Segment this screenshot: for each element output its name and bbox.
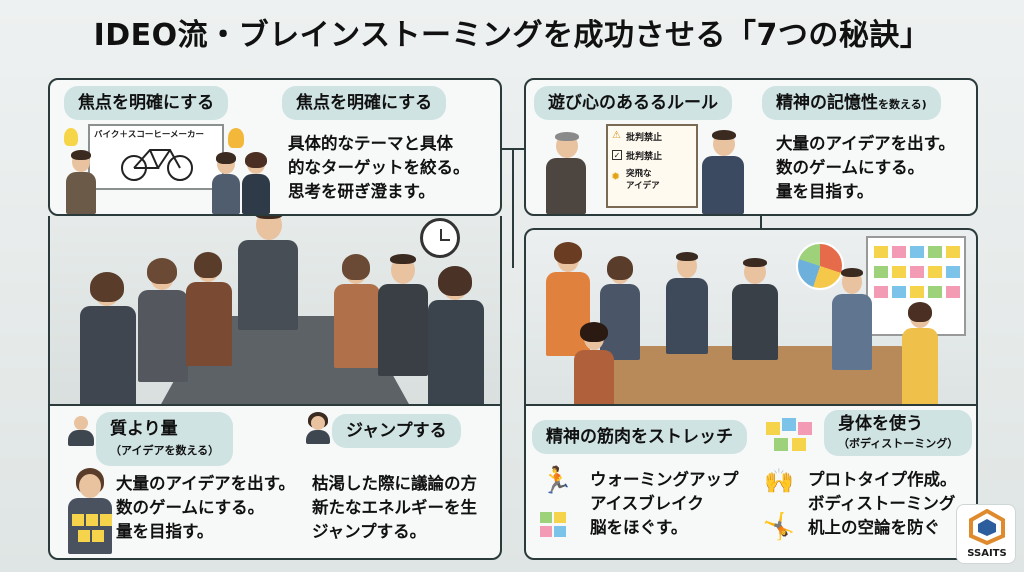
page-title: IDEO流・ブレインストーミングを成功させる「7つの秘訣」 <box>93 18 931 53</box>
logo-mark-icon <box>969 509 1005 545</box>
person-seated <box>334 254 380 368</box>
person-listener <box>242 152 270 214</box>
quantity-text: 大量のアイデアを出す。 数のゲームにする。 量を目指す。 <box>116 474 296 541</box>
person-seated <box>138 258 188 382</box>
person-at-board <box>902 302 938 404</box>
pill-jump: ジャンプする <box>332 414 461 448</box>
warning-icon: ⚠ <box>612 130 621 141</box>
pill-memory: 精神の記憶性を数える) <box>762 86 941 120</box>
person-leader <box>238 216 298 330</box>
rules-scene: ⚠ 批判禁止 ✓ 批判禁止 ✹ 突飛な アイデア <box>532 124 752 214</box>
logo-text: SSAITS <box>967 548 1007 559</box>
running-person-icon: 🏃 <box>540 466 574 496</box>
businessman-icon <box>66 416 96 446</box>
prototype-person-icon: 🙌 <box>764 467 794 495</box>
person-team <box>732 258 778 360</box>
panel-quantity-jump: 質より量 （アイデアを数える） ジャンプする 大量のアイデアを出す。 数のゲーム… <box>48 404 502 560</box>
person-presenter <box>66 150 96 214</box>
person-seated <box>80 272 136 406</box>
rules-sign: ⚠ 批判禁止 ✓ 批判禁止 ✹ 突飛な アイデア <box>606 124 698 208</box>
bodystorming-icon: 🤸 <box>762 512 796 542</box>
checkbox-icon: ✓ <box>612 150 622 160</box>
person-seated <box>574 322 614 404</box>
person-man-right <box>702 130 744 214</box>
whiteboard: バイク＋スコーヒーメーカー <box>88 124 224 190</box>
pill-focus-2: 焦点を明確にする <box>282 86 447 120</box>
panel-play-rules: 遊び心のあるるルール 精神の記憶性を数える) ⚠ 批判禁止 ✓ 批判禁止 ✹ 突… <box>524 78 978 216</box>
pill-play-rules: 遊び心のあるるルール <box>534 86 732 120</box>
person-team <box>600 256 640 360</box>
ssaits-logo: SSAITS <box>956 504 1016 564</box>
quantity-description: 大量のアイデアを出す。 数のゲームにする。 量を目指す。 <box>776 134 956 201</box>
jump-text: 枯渇した際に議論の方 新たなエネルギーを生 ジャンプする。 <box>312 474 477 541</box>
pill-quality-quantity: 質より量 （アイデアを数える） <box>96 412 234 466</box>
bicycle-icon <box>121 149 193 181</box>
person-team <box>832 268 872 370</box>
meeting-room-scene <box>48 216 502 406</box>
person-cheering <box>546 242 590 356</box>
whiteboard-scene: バイク＋スコーヒーメーカー <box>60 124 280 214</box>
body-list: プロトタイプ作成。 ボディストーミング 机上の空論を防ぐ <box>808 470 957 537</box>
person-team <box>666 252 708 354</box>
sun-icon: ✹ <box>611 170 621 183</box>
pill-mental-stretch: 精神の筋肉をストレッチ <box>532 420 747 454</box>
pill-use-body: 身体を使う （ボディストーミング） <box>824 410 973 456</box>
whiteboard-label: バイク＋スコーヒーメーカー <box>94 130 204 140</box>
lightbulb-icon <box>228 128 244 148</box>
team-workshop-scene <box>524 228 978 404</box>
person-listener <box>212 152 240 214</box>
woman-icon <box>304 412 332 444</box>
sticky-notes-icon <box>766 418 822 454</box>
pie-chart-icon <box>796 242 844 290</box>
panel-focus: 焦点を明確にする 焦点を明確にする バイク＋スコーヒーメーカー <box>48 78 502 216</box>
connector-line <box>760 210 762 230</box>
sticky-notes-icon <box>538 510 578 544</box>
person-seated <box>186 252 232 366</box>
person-seated <box>378 254 428 376</box>
connector-line <box>512 148 514 268</box>
woman-sticky-notes-icon <box>64 468 116 554</box>
panel-stretch-body: 精神の筋肉をストレッチ 身体を使う （ボディストーミング） 🏃 ウォーミングアッ… <box>524 404 978 560</box>
lightbulb-icon <box>64 128 78 146</box>
person-man-left <box>546 132 586 214</box>
person-seated <box>428 266 484 406</box>
pill-focus-1: 焦点を明確にする <box>64 86 229 120</box>
stretch-list: ウォーミングアップ アイスブレイク 脳をほぐす。 <box>590 470 739 537</box>
clock-icon <box>420 218 460 258</box>
focus-description: 具体的なテーマと具体 的なターゲットを絞る。 思考を研ぎ澄ます。 <box>288 134 470 201</box>
